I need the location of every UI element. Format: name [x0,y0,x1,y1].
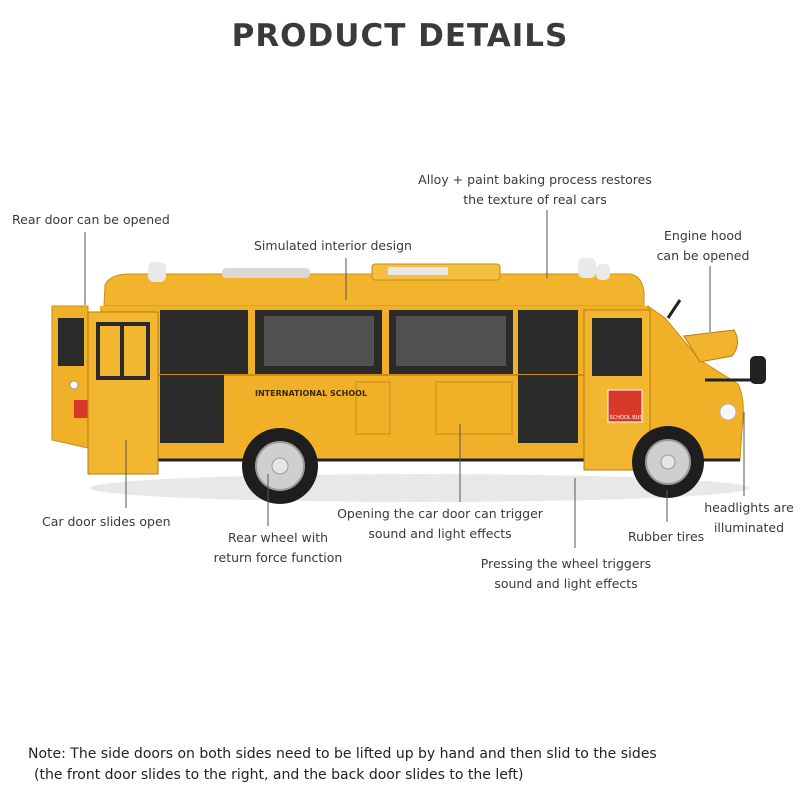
note-line2: (the front door slides to the right, and… [34,767,524,783]
callout-hood-line1: Engine hood [664,228,742,243]
callout-door-trigger: Opening the car door can trigger sound a… [326,504,554,544]
page-title: PRODUCT DETAILS [231,18,569,54]
callout-rear-door: Rear door can be opened [12,212,170,227]
callout-rubber-tires: Rubber tires [628,529,705,544]
callout-rear-wheel-line1: Rear wheel with [227,530,329,545]
callout-headlights-line2: illuminated [713,520,785,535]
callout-wheel-trigger-line1: Pressing the wheel triggers [480,556,652,571]
callout-alloy-line2: the texture of real cars [463,192,607,207]
note-line1: Note: The side doors on both sides need … [28,746,657,762]
callout-wheel-trigger-line2: sound and light effects [494,576,638,591]
callout-headlights: headlights are illuminated [700,498,798,538]
callout-door-trigger-line2: sound and light effects [368,526,512,541]
callout-rear-wheel-line2: return force function [213,550,343,565]
callout-hood-line2: can be opened [656,248,750,263]
callout-alloy: Alloy + paint baking process restores th… [410,170,660,210]
callout-slides-open: Car door slides open [42,514,171,529]
callout-wheel-trigger: Pressing the wheel triggers sound and li… [468,554,664,594]
bus-side-text: INTERNATIONAL SCHOOL [255,389,368,398]
note: Note: The side doors on both sides need … [28,744,657,786]
callout-alloy-line1: Alloy + paint baking process restores [418,172,652,187]
callout-headlights-line1: headlights are [704,500,794,515]
callout-hood: Engine hood can be opened [648,226,758,266]
callout-interior: Simulated interior design [254,238,412,253]
callout-door-trigger-line1: Opening the car door can trigger [337,506,543,521]
callout-rear-wheel: Rear wheel with return force function [200,528,356,568]
school-bus-sign: SCHOOL BUS [609,415,643,421]
